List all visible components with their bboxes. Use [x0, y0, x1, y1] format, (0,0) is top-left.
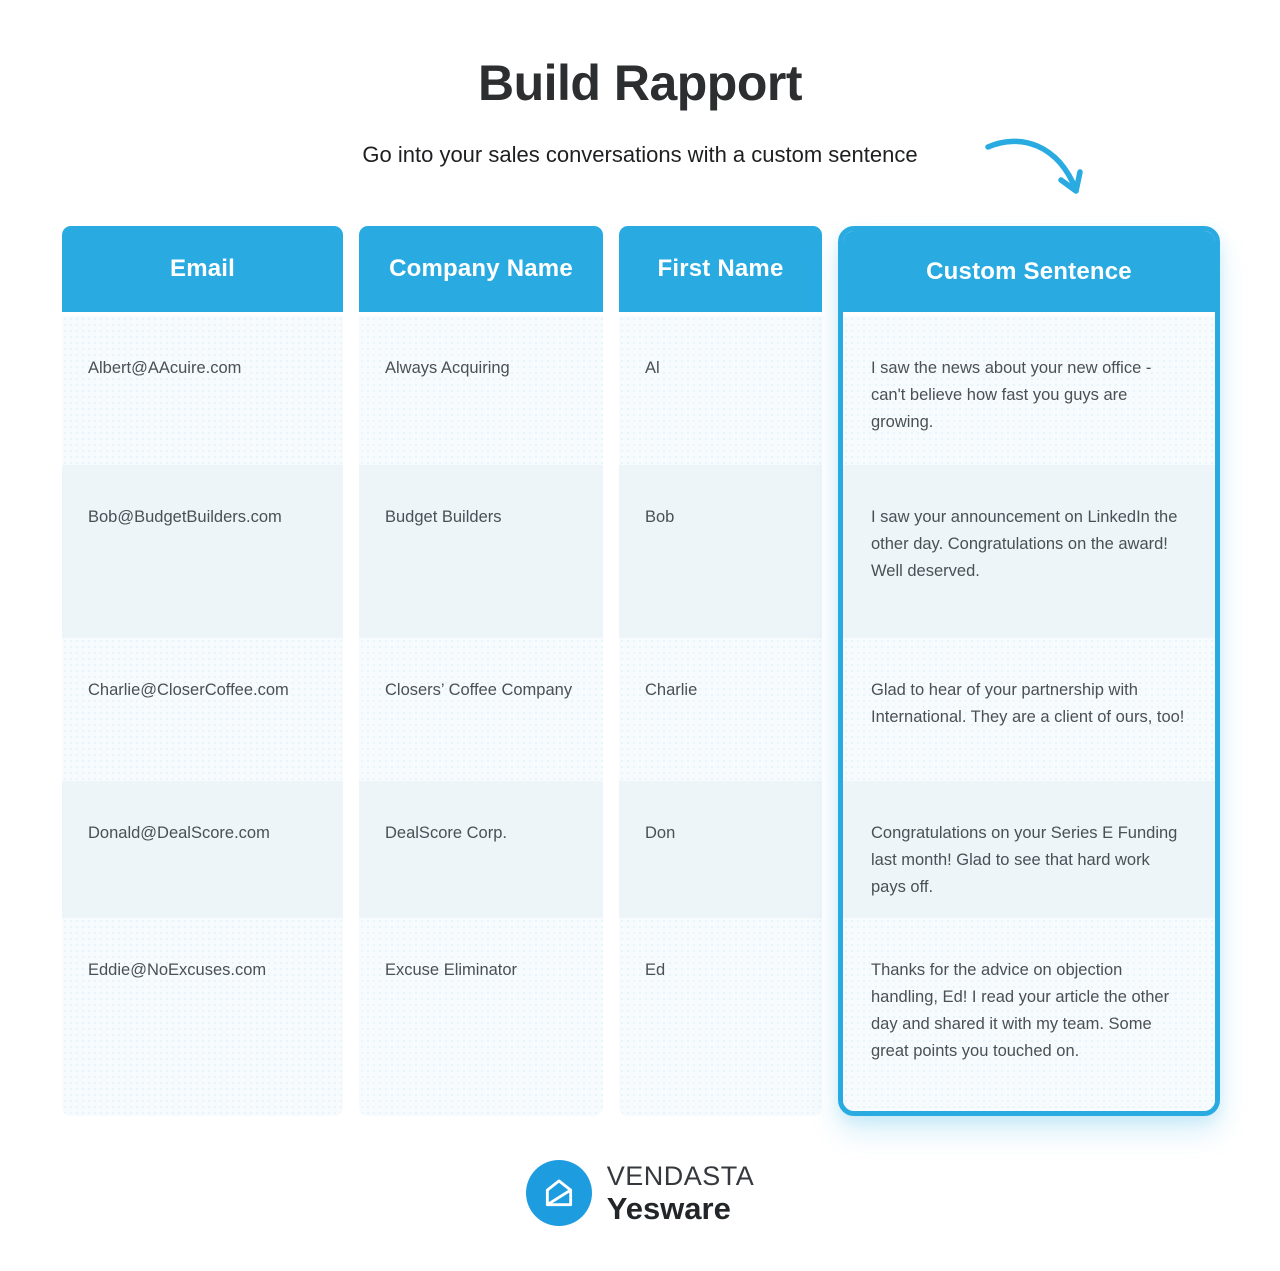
cell-custom-sentence-row2: Glad to hear of your partnership with In…	[843, 638, 1215, 781]
cell-email-row4: Eddie@NoExcuses.com	[62, 918, 343, 1116]
rapport-table: Email Albert@AAcuire.com Bob@BudgetBuild…	[62, 226, 1220, 1116]
envelope-icon	[525, 1160, 592, 1226]
brand-vendasta-label: VENDASTA	[606, 1160, 755, 1191]
column-header-custom-sentence: Custom Sentence	[843, 231, 1215, 316]
cell-first-name-row0: Al	[619, 316, 822, 465]
cell-custom-sentence-row3: Congratulations on your Series E Funding…	[843, 781, 1215, 918]
brand-yesware-label: Yesware	[606, 1190, 731, 1226]
cell-email-row2: Charlie@CloserCoffee.com	[62, 638, 343, 781]
cell-custom-sentence-row4: Thanks for the advice on objection handl…	[843, 918, 1215, 1111]
page-title: Build Rapport	[477, 55, 803, 111]
cell-first-name-row4: Ed	[619, 918, 822, 1116]
cell-custom-sentence-row1: I saw your announcement on LinkedIn the …	[843, 465, 1215, 638]
column-header-first-name: First Name	[619, 226, 822, 316]
custom-sentence-highlight-box: Custom Sentence I saw the news about you…	[838, 226, 1220, 1116]
cell-company-row4: Excuse Eliminator	[359, 918, 603, 1116]
cell-custom-sentence-row0: I saw the news about your new office - c…	[843, 316, 1215, 465]
column-email: Email Albert@AAcuire.com Bob@BudgetBuild…	[62, 226, 343, 1116]
cell-email-row1: Bob@BudgetBuilders.com	[62, 465, 343, 638]
build-rapport-infographic: Build Rapport Go into your sales convers…	[0, 55, 1280, 1226]
subtitle: Go into your sales conversations with a …	[362, 142, 918, 167]
column-header-company-name: Company Name	[359, 226, 603, 316]
brand-text: VENDASTA Yesware	[607, 1161, 755, 1226]
cell-company-row1: Budget Builders	[359, 465, 603, 638]
column-custom-sentence: Custom Sentence I saw the news about you…	[838, 226, 1220, 1116]
subtitle-row: Go into your sales conversations with a …	[0, 138, 1280, 194]
cell-first-name-row1: Bob	[619, 465, 822, 638]
cell-email-row0: Albert@AAcuire.com	[62, 316, 343, 465]
cell-company-row3: DealScore Corp.	[359, 781, 603, 918]
column-header-email: Email	[62, 226, 343, 316]
brand-logo: VENDASTA Yesware	[0, 1160, 1280, 1226]
column-first-name: First Name Al Bob Charlie Don Ed	[619, 226, 822, 1116]
column-company-name: Company Name Always Acquiring Budget Bui…	[359, 226, 603, 1116]
cell-first-name-row3: Don	[619, 781, 822, 918]
curved-arrow-icon	[982, 130, 1094, 208]
cell-first-name-row2: Charlie	[619, 638, 822, 781]
cell-email-row3: Donald@DealScore.com	[62, 781, 343, 918]
cell-company-row0: Always Acquiring	[359, 316, 603, 465]
cell-company-row2: Closers’ Coffee Company	[359, 638, 603, 781]
